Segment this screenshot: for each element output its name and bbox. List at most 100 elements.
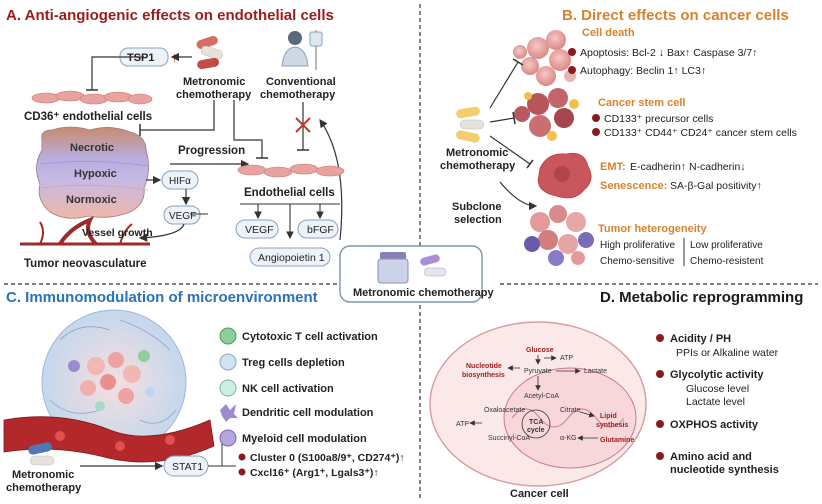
inhibit-cell-death-line — [489, 61, 519, 109]
tumor-microenvironment-icon — [41, 309, 187, 455]
cancer-stem-cells-icon — [514, 88, 579, 141]
nk-cell-icon — [219, 379, 237, 397]
center-pill-bottle-icon — [377, 252, 447, 284]
dendritic-cell-icon — [220, 404, 238, 422]
tca-cycle-icon — [521, 409, 551, 439]
progression-label: Progression — [178, 145, 245, 157]
atp-left-label: ATP — [456, 421, 469, 428]
cluster-text: Cluster 0 (S100a8/9⁺, CD274⁺)↑ — [250, 452, 405, 464]
tsp1-inhibit-line — [91, 56, 144, 90]
nucleotide-label-1: Nucleotide — [466, 363, 502, 370]
bullet-glycolytic — [656, 370, 664, 378]
tca-label-2: cycle — [527, 427, 545, 434]
cell-death-label: Cell death — [582, 27, 635, 39]
metro-b-label-2: chemotherapy — [440, 160, 516, 172]
citrate-label: Citrate — [560, 407, 581, 414]
csc1-text: CD133⁺ precursor cells — [604, 113, 713, 125]
d-bullet-4-head: nucleotide synthesis — [670, 464, 779, 476]
dying-cells-icon — [513, 30, 576, 86]
low-prolif-text: Low proliferative — [690, 240, 763, 251]
necrotic-label: Necrotic — [70, 142, 114, 154]
bullet-autophagy — [568, 66, 576, 74]
d-bullet-0-sub-0: PPIs or Alkaline water — [676, 347, 779, 359]
chemo-sens-text: Chemo-sensitive — [600, 256, 675, 267]
endothelial-cells-icon — [237, 163, 345, 178]
akg-label: α-KG — [560, 435, 577, 442]
metronomic-pills-b-icon — [456, 106, 485, 143]
bullet-apoptosis — [568, 48, 576, 56]
emt-label: EMT: — [600, 161, 626, 173]
bullet-csc2 — [592, 128, 600, 136]
pyruvate-label: Pyruvate — [524, 368, 552, 375]
vegf-small-label: VEGF — [169, 211, 196, 222]
d-bullet-0-head: Acidity / PH — [670, 333, 731, 345]
metronomic-pills-c-icon — [28, 442, 55, 466]
d-bullet-3-head: Amino acid and — [670, 451, 752, 463]
patient-iv-icon — [281, 30, 323, 70]
center-metronomic-box — [339, 245, 483, 303]
blood-vessel-icon — [3, 416, 215, 463]
metro-c-label-1: Metronomic — [12, 469, 74, 481]
subclone-label-1: Subclone — [452, 201, 502, 213]
angiopoietin-box — [249, 247, 331, 267]
cxcl-text: Cxcl16⁺ (Arg1⁺, Lgals3⁺)↑ — [250, 467, 379, 479]
cancer-cell-metabolism-icon — [429, 321, 647, 487]
lipid-label-1: Lipid — [600, 413, 617, 420]
hifa-label: HIFα — [169, 176, 191, 187]
immune-item-3: Dendritic cell modulation — [242, 407, 374, 419]
hypoxic-label: Hypoxic — [74, 168, 117, 180]
bullet-acidity — [656, 334, 664, 342]
metro-a-label-1: Metronomic — [183, 76, 245, 88]
metro-a-label-2: chemotherapy — [176, 89, 252, 101]
bullet-cxcl — [238, 468, 246, 476]
metro-c-label-2: chemotherapy — [6, 482, 82, 494]
bullet-csc1 — [592, 114, 600, 122]
bullet-oxphos — [656, 420, 664, 428]
lactate-label: Lactate — [584, 368, 607, 375]
endo-cells-label: Endothelial cells — [244, 187, 335, 199]
vessel-growth-label: Vessel growth — [82, 227, 153, 239]
d-bullet-1-sub-0: Glucose level — [686, 383, 749, 395]
nucleotide-label-2: biosynthesis — [462, 372, 505, 379]
cd36-endothelial-cells-icon — [31, 90, 153, 105]
senescence-label: Senescence: — [600, 180, 667, 192]
glutamine-label: Glutamine — [600, 437, 634, 444]
metro-b-label-1: Metronomic — [446, 147, 508, 159]
d-bullet-2-head: OXPHOS activity — [670, 419, 759, 431]
metro-inhibit-cd36-line — [140, 100, 215, 131]
subclone-label-2: selection — [454, 214, 502, 226]
bullet-cluster — [238, 453, 246, 461]
high-prolif-text: High proliferative — [600, 240, 675, 251]
emt-cell-icon — [537, 152, 592, 199]
panel-b-title: B. Direct effects on cancer cells — [562, 7, 789, 24]
tca-label-1: TCA — [529, 419, 543, 426]
succinyl-label: Succinyl-CoA — [488, 435, 530, 442]
immune-item-2: NK cell activation — [242, 383, 334, 395]
tumor-zones-icon — [36, 126, 149, 219]
emt-text: E-cadherin↑ N-cadherin↓ — [630, 161, 746, 173]
hifa-box — [161, 170, 199, 190]
bfgf-label: bFGF — [307, 224, 334, 236]
cd36-label: CD36⁺ endothelial cells — [24, 111, 152, 123]
myeloid-cell-icon — [219, 429, 237, 447]
immune-item-1: Treg cells depletion — [242, 357, 345, 369]
immune-item-0: Cytotoxic T cell activation — [242, 331, 378, 343]
apoptosis-text: Apoptosis: Bcl-2 ↓ Bax↑ Caspase 3/7↑ — [580, 47, 757, 59]
senescence-text: SA-β-Gal positivity↑ — [670, 180, 762, 192]
metro-inhibit-endo-line — [233, 100, 263, 158]
tumor-neo-label: Tumor neovasculature — [24, 258, 147, 270]
d-bullet-1-sub-1: Lactate level — [686, 396, 745, 408]
cytotoxic-t-cell-icon — [219, 327, 237, 345]
lipid-label-2: synthesis — [596, 422, 628, 429]
d-bullet-1-head: Glycolytic activity — [670, 369, 764, 381]
bfgf-box — [297, 219, 339, 239]
bullet-amino — [656, 452, 664, 460]
panel-c-title: C. Immunomodulation of microenvironment — [6, 289, 318, 306]
immune-item-4: Myeloid cell modulation — [242, 433, 367, 445]
cancer-cell-label: Cancer cell — [510, 488, 569, 500]
angiopoietin-label: Angiopoietin 1 — [258, 252, 325, 264]
heterogeneity-label: Tumor heterogeneity — [598, 223, 707, 235]
tumor-vessel-icon — [20, 216, 150, 246]
